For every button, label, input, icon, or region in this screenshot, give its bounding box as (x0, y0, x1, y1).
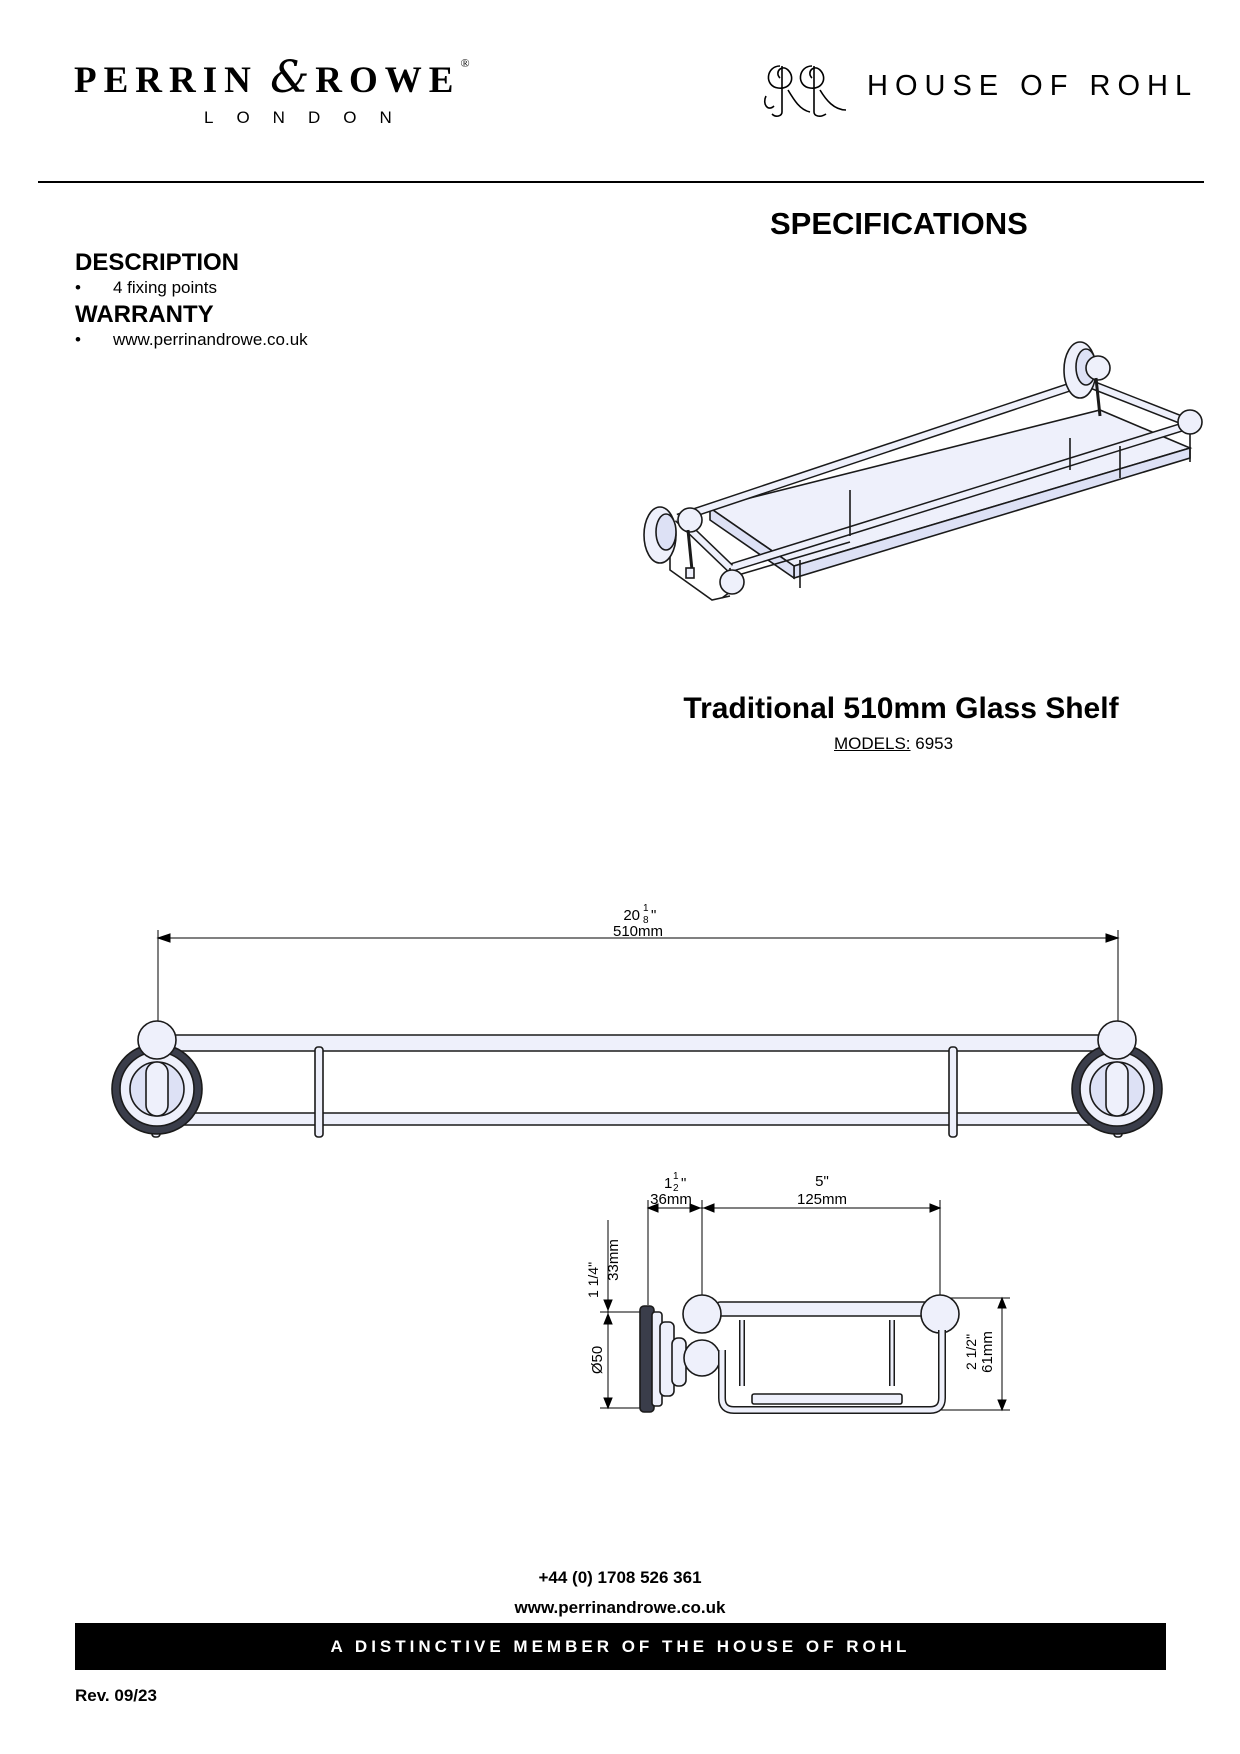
description-heading: DESCRIPTION (75, 249, 240, 276)
contact-website[interactable]: www.perrinandrowe.co.uk (514, 1598, 726, 1617)
contact-phone: +44 (0) 1708 526 361 (538, 1568, 702, 1587)
brand-name-rowe: ROWE (315, 60, 461, 101)
models-label: MODELS: (834, 734, 911, 753)
rail-offset-inches: 1 (664, 1175, 672, 1192)
specifications-title: SPECIFICATIONS (770, 206, 1028, 241)
shelf-perspective-illustration (643, 341, 1203, 601)
brand-name-perrin: PERRIN (74, 60, 258, 101)
height-inches: 2 1/2" (963, 1334, 979, 1370)
rail-offset-inches-numerator: 1 (673, 1171, 679, 1182)
footer-tagline-bar: A DISTINCTIVE MEMBER OF THE HOUSE OF ROH… (75, 1623, 1166, 1670)
brand-city: LONDON (204, 108, 415, 127)
overall-length-inches-denominator: 8 (643, 915, 649, 926)
revision-label: Rev. 09/23 (75, 1686, 157, 1705)
description-item: • 4 fixing points (75, 278, 217, 298)
warranty-item-text: www.perrinandrowe.co.uk (113, 330, 308, 349)
header-divider (38, 181, 1204, 183)
warranty-item: • www.perrinandrowe.co.uk (75, 330, 308, 350)
depth-inches: 5" (815, 1173, 829, 1190)
brand-ampersand: & (270, 52, 310, 103)
registered-mark: ® (460, 56, 470, 70)
rail-offset-inches-mark: " (681, 1175, 686, 1192)
models-line: MODELS: 6953 (834, 734, 953, 754)
models-value: 6953 (915, 734, 954, 753)
rail-offset-mm: 36mm (650, 1191, 692, 1208)
backplate-diameter: Ø50 (589, 1346, 606, 1374)
depth-mm: 125mm (797, 1191, 847, 1208)
house-of-rohl-monogram-icon (763, 65, 847, 117)
brand-logo: PERRIN &ROWE® (74, 52, 470, 103)
rail-offset-inches-denominator: 2 (673, 1183, 679, 1194)
backplate-height-mm: 33mm (605, 1239, 622, 1281)
backplate-height-inches: 1 1/4" (585, 1262, 601, 1298)
bullet-dot: • (75, 278, 81, 297)
bullet-dot: • (75, 330, 81, 349)
overall-length-mm: 510mm (613, 923, 663, 940)
overall-length-inches-numerator: 1 (643, 903, 649, 914)
product-title: Traditional 510mm Glass Shelf (683, 692, 1119, 725)
overall-length-inches: 20 (623, 907, 640, 924)
overall-length-inches-mark: " (651, 907, 656, 924)
description-item-text: 4 fixing points (113, 278, 217, 297)
warranty-heading: WARRANTY (75, 301, 214, 328)
house-of-rohl-name: HOUSE OF ROHL (867, 70, 1199, 102)
height-mm: 61mm (979, 1331, 996, 1373)
